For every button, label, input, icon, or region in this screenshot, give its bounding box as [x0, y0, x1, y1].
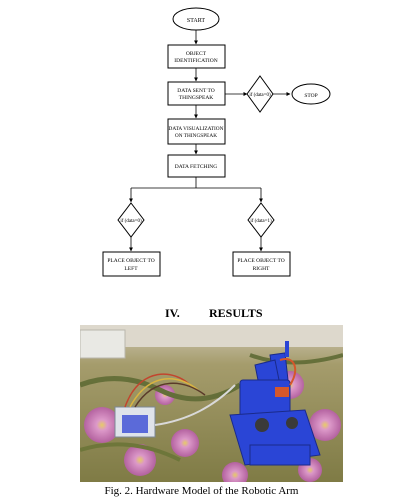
place-right-label-1: PLACE OBJECT TO	[237, 258, 284, 264]
condition-right-label: if (data=1)	[250, 219, 272, 224]
object-identification-box: OBJECT IDENTIFICATION	[167, 44, 226, 69]
stop-node: STOP	[291, 83, 331, 105]
place-left-box: PLACE OBJECT TO LEFT	[102, 251, 161, 277]
condition-right-diamond: if (data=1)	[247, 202, 275, 238]
data-sent-label-2: THINGSPEAK	[179, 95, 214, 101]
start-node: START	[172, 7, 220, 31]
place-left-label-2: LEFT	[124, 266, 138, 272]
condition-left-label: if (data=0)	[120, 219, 142, 224]
data-sent-box: DATA SENT TO THINGSPEAK	[167, 81, 226, 106]
data-fetching-label: DATA FETCHING	[175, 164, 218, 170]
data-visualization-label-1: DATA VISUALIZATION	[169, 126, 224, 132]
section-title: RESULTS	[209, 306, 263, 320]
figure-caption: Fig. 2. Hardware Model of the Robotic Ar…	[104, 485, 299, 497]
place-left-label-1: PLACE OBJECT TO	[107, 258, 154, 264]
data-sent-label-1: DATA SENT TO	[177, 88, 214, 94]
robotic-arm-photo	[80, 325, 343, 482]
data-visualization-box: DATA VISUALIZATION ON THINGSPEAK	[167, 118, 226, 145]
section-heading: IV. RESULTS	[0, 306, 403, 322]
condition-left-diamond: if (data=0)	[117, 202, 145, 238]
section-number: IV.	[165, 306, 180, 320]
object-identification-label-1: OBJECT	[186, 51, 207, 57]
object-identification-label-2: IDENTIFICATION	[174, 58, 217, 64]
start-label: START	[187, 18, 205, 24]
condition-stop-diamond: if (data=0)	[246, 75, 274, 113]
condition-stop-label: if (data=0)	[249, 93, 271, 98]
data-fetching-box: DATA FETCHING	[167, 154, 226, 178]
flowchart: START OBJECT IDENTIFICATION DATA SENT TO…	[102, 7, 331, 277]
place-right-label-2: RIGHT	[253, 266, 270, 272]
place-right-box: PLACE OBJECT TO RIGHT	[232, 251, 291, 277]
data-visualization-label-2: ON THINGSPEAK	[175, 133, 217, 139]
stop-label: STOP	[304, 93, 317, 99]
